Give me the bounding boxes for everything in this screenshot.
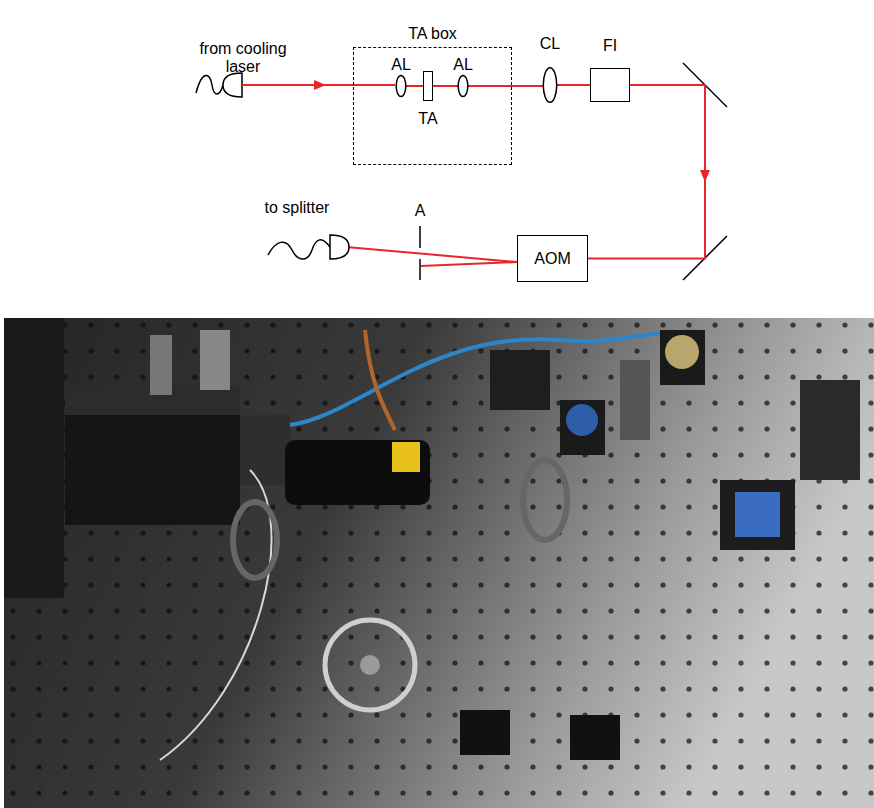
optical-table	[4, 318, 874, 808]
fiber-coil-hub	[360, 655, 380, 675]
laser-beam	[468, 85, 543, 87]
post-clamp	[523, 460, 567, 540]
ta-housing	[65, 385, 240, 525]
lens-symbol	[396, 75, 406, 97]
text-label: to splitter	[242, 199, 352, 217]
aom-box: AOM	[517, 235, 588, 282]
white-fiber	[160, 470, 272, 760]
aom-crystal	[735, 492, 780, 537]
laser-beam	[433, 85, 458, 87]
laser-beam	[406, 85, 423, 87]
orange-fiber	[365, 330, 395, 430]
lens-outline	[396, 75, 406, 96]
node-label: TA box	[408, 25, 457, 43]
faraday-isolator: FI	[590, 68, 630, 102]
warning-label	[392, 442, 420, 472]
node-label: AL	[391, 56, 411, 74]
aperture	[419, 226, 421, 248]
ta-box: ALTAALTA box	[353, 47, 512, 165]
fiber-coil	[325, 620, 415, 710]
text-label: A	[405, 202, 435, 220]
mirror-mount	[660, 330, 705, 385]
post-clamp	[233, 502, 277, 578]
mirror	[665, 335, 699, 369]
lens: AL	[458, 75, 468, 97]
fiber-coupler	[223, 73, 242, 97]
lens-mount	[240, 415, 290, 485]
aperture	[419, 259, 421, 280]
coupler-mount	[490, 350, 550, 410]
fiber-coupler	[330, 235, 349, 259]
text-label: from cooling laser	[188, 40, 298, 77]
fiber	[268, 240, 330, 259]
post	[620, 360, 650, 440]
laser-beam	[557, 84, 590, 86]
mirror-mount	[560, 400, 605, 455]
lens: CL	[543, 67, 557, 103]
cable	[150, 335, 172, 395]
isolator-cylinder	[285, 440, 430, 505]
mirror	[566, 404, 598, 436]
node-label: CL	[540, 35, 560, 53]
aom-mount	[720, 480, 795, 550]
node-label: FI	[603, 37, 617, 55]
cable	[200, 330, 230, 390]
zero-order-beam	[421, 262, 517, 266]
post-holder	[460, 710, 510, 755]
node-label: AOM	[534, 249, 570, 267]
mount-block	[800, 380, 860, 480]
fiber	[196, 75, 223, 94]
diffracted-beam	[346, 247, 517, 262]
table-holes	[4, 318, 874, 808]
lens-outline	[458, 75, 468, 96]
beam-arrow	[314, 80, 326, 90]
lens-symbol	[458, 75, 468, 97]
post-holder	[570, 715, 620, 760]
node-label: AL	[453, 56, 473, 74]
laser-beam	[588, 85, 705, 259]
lens: AL	[396, 75, 406, 97]
mount-block	[4, 318, 64, 598]
lens-symbol	[543, 67, 557, 103]
tapered-amplifier: TA	[423, 71, 433, 101]
lens-outline	[543, 68, 556, 103]
